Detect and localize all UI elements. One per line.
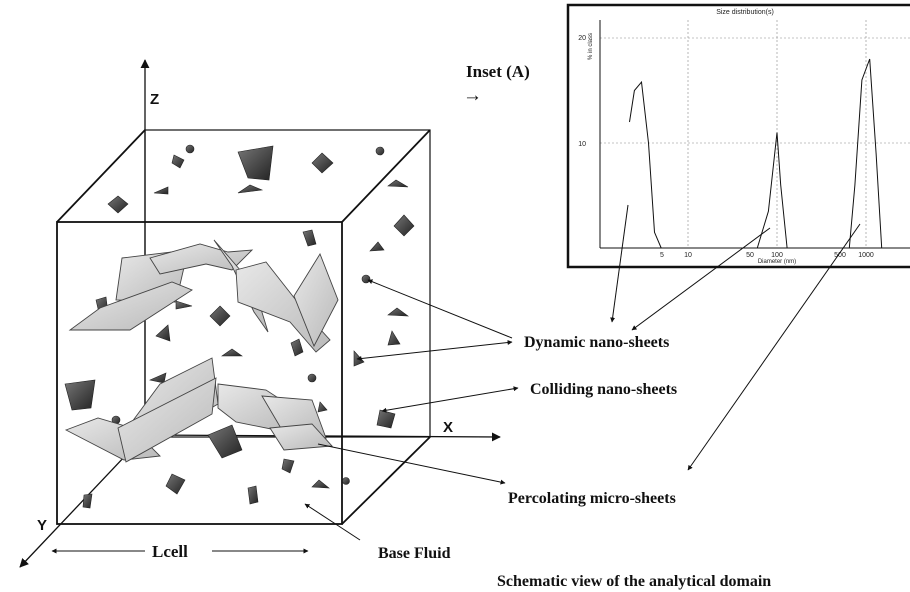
particle-circle — [375, 146, 385, 156]
particle-circle — [185, 144, 195, 154]
inset-chart-frame — [566, 3, 910, 269]
particle-small — [247, 485, 259, 505]
particle-triangle — [149, 372, 167, 384]
cube-edge-top-right — [341, 129, 431, 223]
particle-diamond — [209, 305, 231, 327]
inset-chart-title: Size distribution(s) — [716, 9, 774, 16]
leader-percolating — [317, 443, 506, 485]
micro-sheets — [64, 239, 339, 463]
particle-quad — [237, 145, 274, 181]
particle-triangle — [369, 241, 385, 252]
label-base-fluid: Base Fluid — [378, 545, 451, 562]
particle-triangle — [221, 348, 243, 357]
cube-edge-bottom-right — [341, 436, 431, 525]
particle-diamond — [165, 473, 186, 495]
size-distribution-peak-3 — [848, 58, 883, 249]
particle-triangle — [175, 300, 193, 310]
label-colliding-nano-sheets: Colliding nano-sheets — [530, 381, 677, 398]
leader-dynamic-to-triangle — [356, 340, 513, 361]
sheet — [149, 243, 254, 275]
label-lcell: Lcell — [152, 542, 188, 561]
inset-xtick-50: 50 — [746, 252, 754, 259]
leader-colliding — [381, 386, 519, 413]
particle-small — [290, 338, 304, 357]
size-distribution-peak-1 — [629, 80, 662, 249]
particle-triangle — [237, 184, 264, 194]
particle-triangle — [153, 186, 169, 195]
sheet — [235, 261, 331, 353]
leader-arrows — [51, 204, 861, 554]
inset-xtick-100: 100 — [771, 252, 783, 259]
label-percolating-micro-sheets: Percolating micro-sheets — [508, 490, 676, 507]
inset-xtick-1000: 1000 — [858, 252, 874, 259]
particle-quad — [207, 424, 243, 459]
inset-ytick-10: 10 — [578, 141, 586, 148]
particle-triangle — [387, 330, 401, 346]
inset-series-group — [629, 58, 883, 249]
particle-quad — [64, 379, 96, 411]
inset-xtick-500: 500 — [834, 252, 846, 259]
inset-xtick-5: 5 — [660, 252, 664, 259]
z-axis-label: Z — [150, 91, 159, 108]
particle-diamond — [311, 152, 334, 174]
cube-edge-top-left — [56, 129, 146, 223]
particle-small — [281, 458, 295, 474]
particle-triangle — [311, 479, 330, 489]
inset-arrow: → — [463, 85, 482, 106]
leader-inset-mid — [631, 227, 771, 331]
inset-chart: Size distribution(s) % in class 20 10 5 … — [566, 3, 910, 269]
particle-small — [82, 493, 93, 509]
figure-caption: Schematic view of the analytical domain — [497, 573, 771, 590]
x-axis-label: X — [443, 419, 453, 436]
particle-diamond — [393, 214, 415, 237]
label-dynamic-nano-sheets: Dynamic nano-sheets — [524, 334, 669, 351]
particle-triangle — [155, 324, 171, 342]
inset-ytick-20: 20 — [578, 35, 586, 42]
nano-particles — [64, 144, 415, 509]
particle-triangle — [387, 307, 409, 317]
particle-triangle — [387, 179, 409, 188]
sheet — [269, 423, 333, 451]
leader-base-fluid — [304, 503, 361, 541]
y-axis-label: Y — [37, 517, 47, 534]
leader-inset-left — [610, 204, 629, 323]
sheet — [213, 239, 269, 333]
inset-xlabel: Diameter (nm) — [758, 259, 796, 265]
particle-diamond — [107, 195, 129, 214]
particle-circle — [307, 373, 317, 383]
leader-dynamic-from-circle — [367, 279, 513, 339]
inset-xtick-10: 10 — [684, 252, 692, 259]
particle-triangle — [317, 401, 328, 413]
sheet — [293, 252, 339, 348]
inset-ylabel: % in class — [588, 33, 594, 60]
particle-circle — [361, 274, 371, 284]
size-distribution-peak-2 — [756, 132, 788, 249]
leader-inset-right — [687, 223, 861, 471]
cube-front-face — [56, 221, 343, 525]
sheet — [117, 377, 217, 463]
particle-small — [171, 154, 185, 169]
particle-small — [302, 229, 317, 247]
sheet — [68, 281, 193, 331]
particle-circle — [342, 477, 350, 485]
particle-diamond — [376, 409, 396, 429]
inset-label: Inset (A) — [466, 62, 530, 81]
